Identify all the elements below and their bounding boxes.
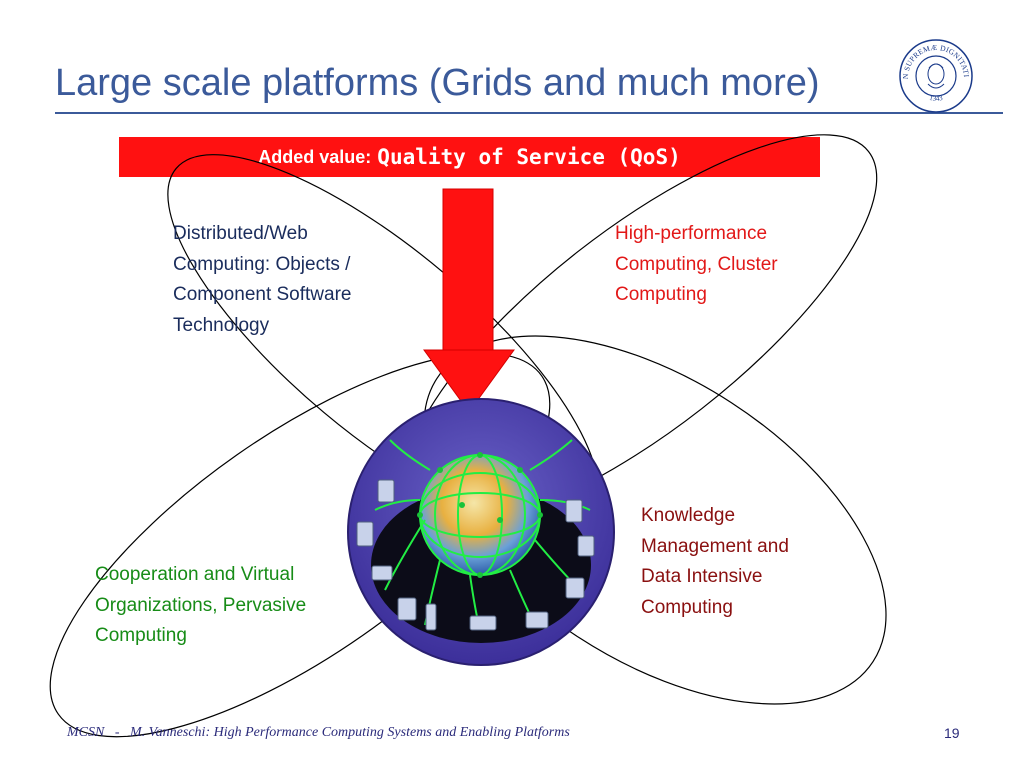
label-line: Computing: Objects / <box>173 253 351 275</box>
label-knowledge-management: Knowledge Management and Data Intensive … <box>641 501 789 623</box>
label-line: Knowledge <box>641 505 736 526</box>
footer-separator: - <box>114 725 120 740</box>
label-line: Computing, Cluster <box>615 253 778 275</box>
label-high-performance-computing: High-performance Computing, Cluster Comp… <box>615 219 778 311</box>
footer-author-title: M. Vanneschi: High Performance Computing… <box>130 725 570 740</box>
label-line: Cooperation and Virtual <box>95 564 295 585</box>
label-line: Management and <box>641 535 789 557</box>
slide-title: Large scale platforms (Grids and much mo… <box>55 62 820 104</box>
label-distributed-web-computing: Distributed/Web Computing: Objects / Com… <box>173 219 352 341</box>
label-line: Data Intensive <box>641 566 763 587</box>
title-underline <box>55 112 1003 114</box>
label-line: Organizations, Pervasive <box>95 594 307 616</box>
label-line: High-performance <box>615 223 768 244</box>
qos-arrow <box>423 188 515 413</box>
qos-banner-label: Added value: <box>258 146 372 167</box>
grid-globe-image <box>347 398 615 666</box>
ellipse-cooperation <box>49 352 551 738</box>
label-line: Computing <box>615 284 707 305</box>
slide-footer: MCSN - M. Vanneschi: High Performance Co… <box>67 725 570 741</box>
university-seal-logo: IN SUPREMÆ DIGNITATIS 1343 <box>898 38 973 113</box>
svg-text:1343: 1343 <box>929 94 944 103</box>
qos-banner-value: Quality of Service (QoS) <box>377 145 681 169</box>
label-line: Technology <box>173 314 270 336</box>
label-line: Distributed/Web <box>173 223 308 244</box>
label-line: Computing <box>95 625 187 646</box>
ellipse-knowledge <box>423 335 887 705</box>
label-line: Computing <box>641 596 733 618</box>
label-line: Component Software <box>173 284 352 305</box>
footer-course: MCSN <box>67 725 105 740</box>
label-cooperation-virtual-organizations: Cooperation and Virtual Organizations, P… <box>95 560 306 652</box>
page-number: 19 <box>944 725 960 741</box>
